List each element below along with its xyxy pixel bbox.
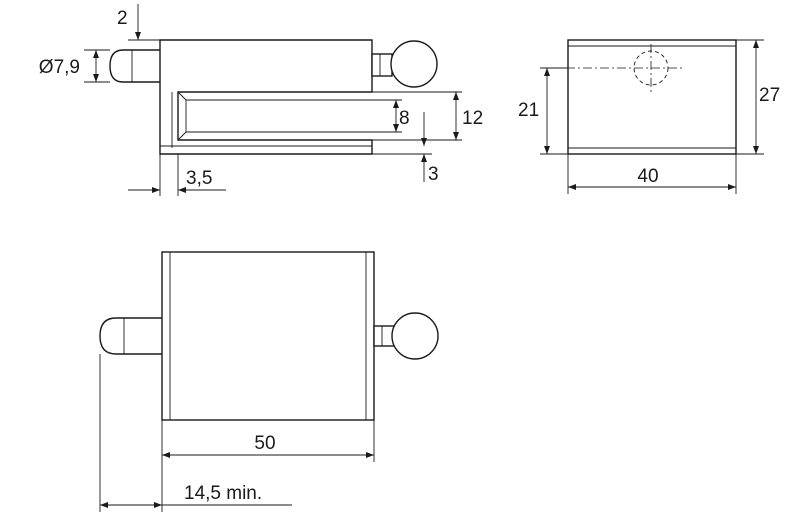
- arrow-head: [366, 452, 374, 458]
- arrow-head: [568, 184, 576, 190]
- arrow-head: [154, 502, 162, 508]
- knob-stem: [373, 325, 395, 347]
- top-body: [161, 251, 375, 421]
- knob-ball: [391, 312, 439, 360]
- length-label: 50: [254, 433, 275, 454]
- housing-outline: [159, 39, 373, 155]
- arrow-head: [393, 124, 399, 132]
- slot-chamfer-top: [177, 91, 187, 101]
- arrow-head: [393, 100, 399, 108]
- arrow-head: [162, 452, 170, 458]
- bolt-pin: [99, 317, 162, 355]
- front-view: Ø7,9 2 3,5 8 12 3: [39, 4, 483, 196]
- arrow-head: [93, 50, 99, 58]
- side-body: [567, 39, 737, 155]
- total-height-label: 27: [759, 85, 780, 106]
- arrow-head: [453, 92, 459, 100]
- slot-chamfer-bottom: [177, 131, 187, 141]
- arrow-head: [100, 502, 108, 508]
- hole-height-label: 21: [518, 100, 539, 121]
- arrow-head: [178, 187, 186, 193]
- arrow-head: [753, 40, 759, 48]
- bottom-plate-label: 3: [428, 164, 439, 185]
- arrow-head: [421, 154, 427, 162]
- wall-label: 3,5: [186, 168, 212, 189]
- arrow-head: [93, 74, 99, 82]
- arrow-head: [753, 146, 759, 154]
- slot-height-label: 8: [399, 108, 410, 129]
- channel-height-label: 12: [462, 108, 483, 129]
- arrow-head: [544, 68, 550, 76]
- arrow-head: [421, 138, 427, 146]
- arrow-head: [544, 146, 550, 154]
- side-view: 21 27 40: [518, 39, 780, 194]
- arrow-head: [135, 32, 141, 40]
- min-engagement-label: 14,5 min.: [184, 483, 262, 504]
- knob-stem: [371, 53, 393, 77]
- depth-label: 40: [637, 166, 658, 187]
- arrow-head: [728, 184, 736, 190]
- pin-diameter-label: Ø7,9: [39, 57, 80, 78]
- knob-ball: [390, 40, 438, 88]
- bolt-pin-tip: [109, 49, 160, 83]
- arrow-head: [152, 187, 160, 193]
- pin-offset-label: 2: [117, 8, 128, 29]
- top-view: 50 14,5 min.: [99, 251, 439, 512]
- arrow-head: [453, 132, 459, 140]
